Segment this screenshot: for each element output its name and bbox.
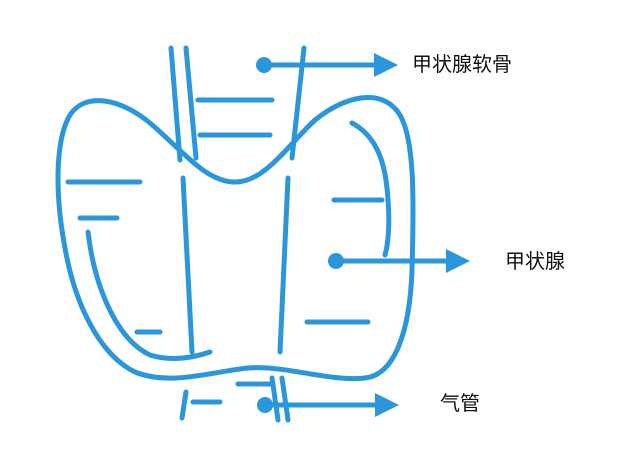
right-lobe-marks <box>304 197 385 325</box>
arrowhead-thyroid-gland <box>446 249 470 273</box>
left-lobe-marks <box>65 179 163 335</box>
trachea-lower <box>179 375 291 423</box>
right-lobe-inner-line <box>349 120 392 258</box>
arrowhead-trachea <box>375 393 399 417</box>
dot-thyroid-cartilage <box>256 57 272 73</box>
dot-trachea <box>257 397 273 413</box>
arrowhead-thyroid-cartilage <box>374 53 398 77</box>
left-lobe-inner-line <box>85 229 213 361</box>
label-thyroid-cartilage: 甲状腺软骨 <box>412 52 512 76</box>
trachea-middle <box>180 175 291 355</box>
dot-thyroid-gland <box>328 253 344 269</box>
label-trachea: 气管 <box>440 391 480 415</box>
thyroid-outline <box>55 95 416 382</box>
label-thyroid-gland: 甲状腺 <box>505 249 565 273</box>
